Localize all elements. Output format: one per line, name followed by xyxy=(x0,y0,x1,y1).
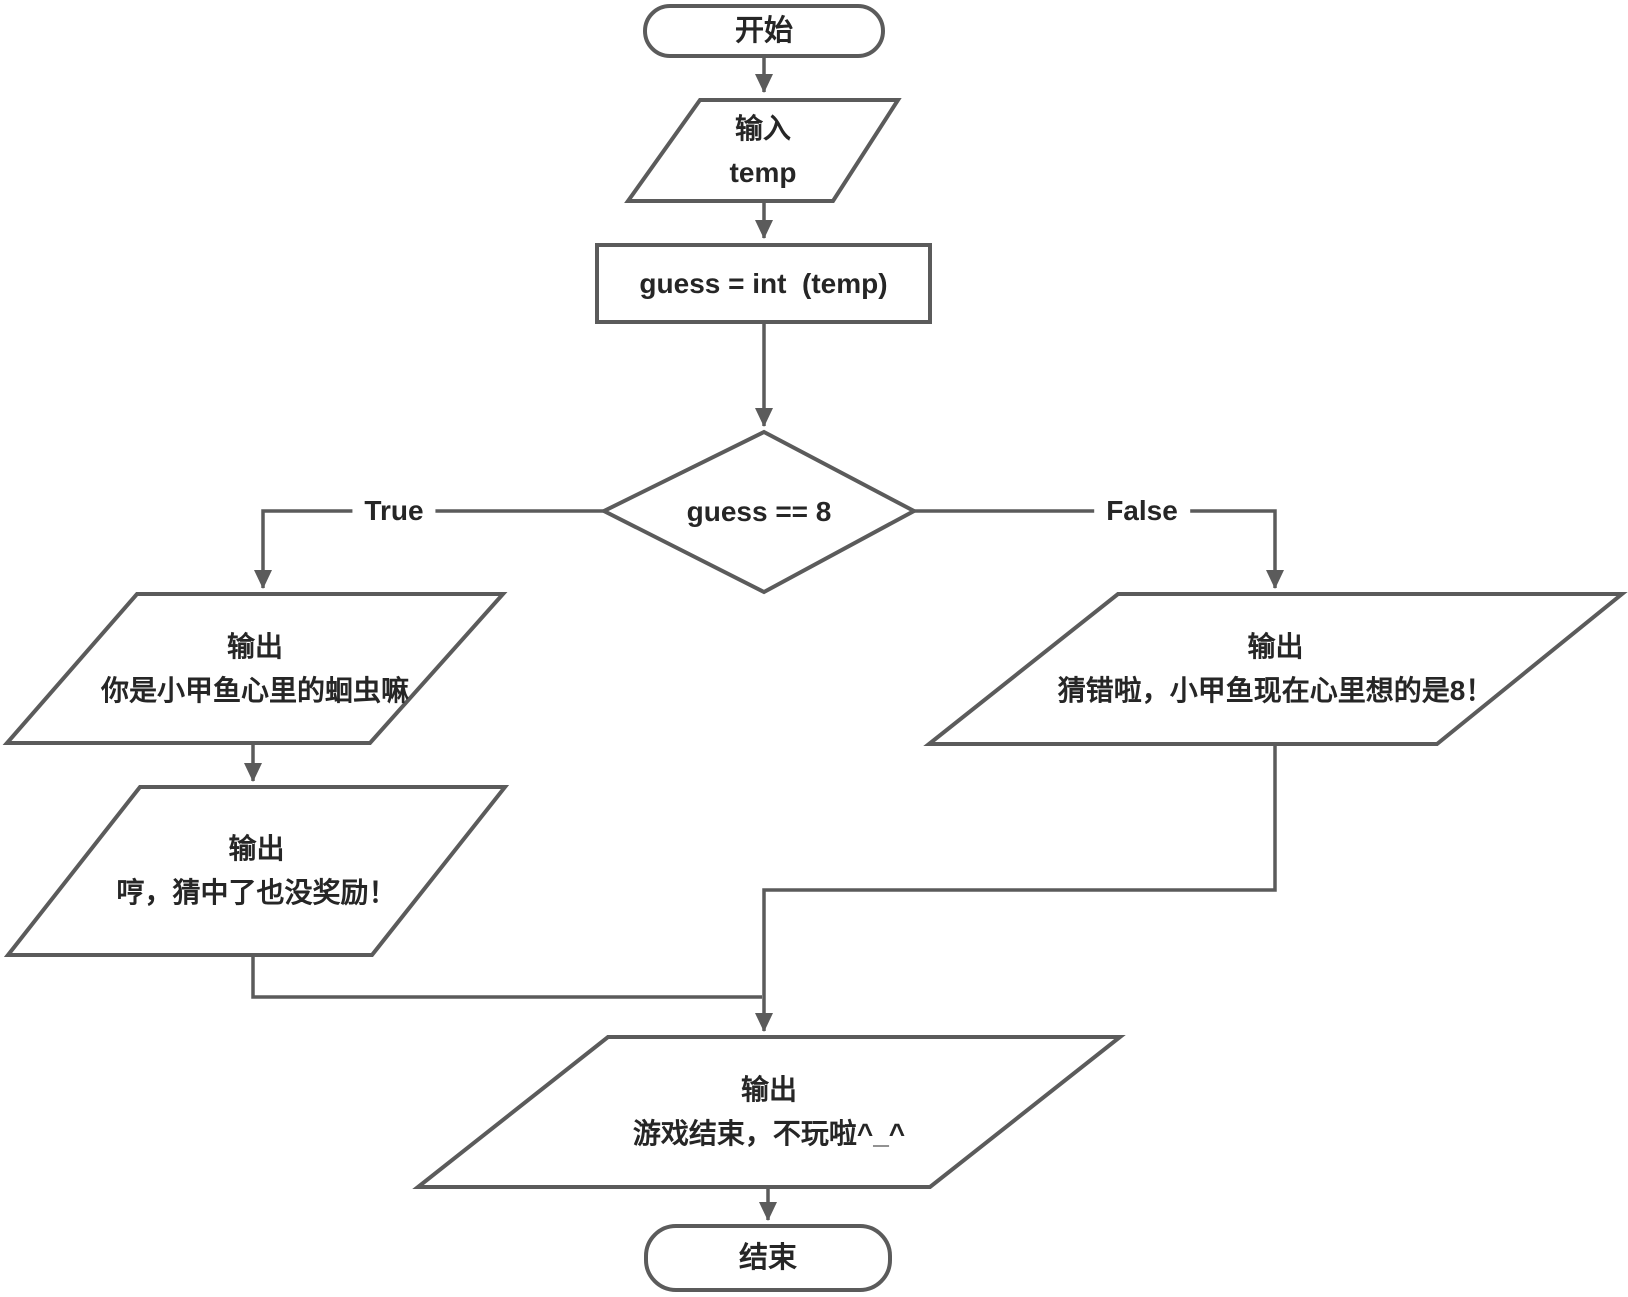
end-terminator-shape xyxy=(644,1224,892,1292)
decision-diamond-shape xyxy=(599,429,919,595)
false-branch-label: False xyxy=(1094,492,1190,530)
connector-false-branch xyxy=(914,509,1284,589)
connector-true-branch xyxy=(254,509,604,589)
input-temp-io-shape xyxy=(624,98,902,203)
start-terminator-shape xyxy=(643,4,885,58)
output-true-1-io-shape xyxy=(2,592,508,745)
true-branch-label: True xyxy=(352,492,436,530)
output-false-io-shape xyxy=(923,592,1628,746)
connector-right-merge-to-final xyxy=(755,744,1277,1032)
connector-left-merge xyxy=(251,955,762,999)
assign-process-shape xyxy=(595,243,932,324)
output-final-io-shape xyxy=(412,1035,1126,1189)
output-true-2-io-shape xyxy=(3,785,510,957)
